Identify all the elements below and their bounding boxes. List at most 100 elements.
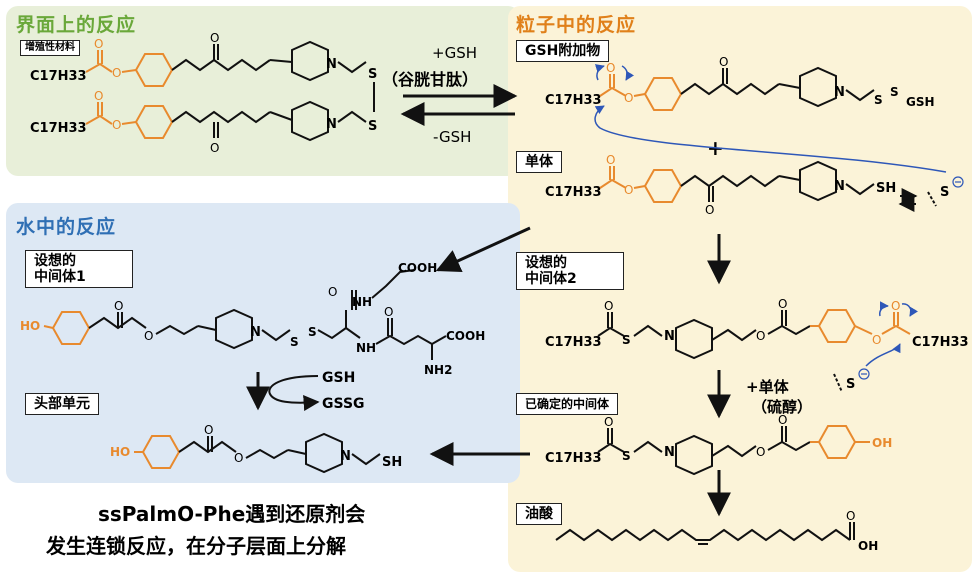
hydroxyl-label: OH [858,539,878,553]
oxygen-label: O [756,445,765,459]
sulfur-label: S [890,85,899,99]
sulfur-label: S [290,335,299,349]
oxygen-label: O [778,297,787,311]
confirmed-intermediate-molecule: C17H33 O S N O O OH [545,413,892,476]
thiol-group-label: SH [382,455,402,470]
head-unit-label-box: 头部单元 [25,393,99,415]
oxygen-label: O [112,118,121,132]
oxygen-label: O [719,55,728,69]
oxygen-label: O [604,415,613,429]
oxygen-label: O [624,91,633,105]
sulfur-label: S [846,377,855,392]
thiolate-fragment [927,191,937,207]
nitrogen-label: N [834,85,845,100]
oxygen-label: O [210,31,219,45]
oxygen-label: O [846,509,855,523]
nitrogen-label: N [834,179,845,194]
negative-charge-icon [952,176,964,188]
caption-line-2: 发生连锁反应，在分子层面上分解 [46,534,346,558]
thiol-group-label: SH [876,181,896,196]
sulfur-label: S [940,185,949,200]
intermediate1-label-box: 设想的 中间体1 [25,250,133,288]
oxygen-label: O [384,305,393,319]
negative-charge-icon [858,368,870,380]
sulfur-label: S [368,119,377,134]
interface-molecule-top: C17H33 O O O N S [30,31,377,87]
intermediate2-label-box: 设想的 中间体2 [516,252,624,290]
oxygen-label: O [234,451,243,465]
thiol-label: （硫醇） [752,398,813,416]
c17h33-label: C17H33 [545,93,602,108]
hydroxyl-label: HO [20,319,40,333]
nitrogen-label: N [326,117,337,132]
oxygen-label: O [328,285,337,299]
oxygen-label: O [872,333,881,347]
interface-panel-title: 界面上的反应 [16,14,137,36]
plus-monomer-label: +单体 [746,378,789,396]
oleic-acid-molecule: O OH [555,509,878,553]
oxygen-label: O [705,203,714,217]
c17h33-label: C17H33 [545,185,602,200]
confirmed-intermediate-label-box: 已确定的中间体 [516,393,619,415]
oxygen-label: O [756,329,765,343]
oxygen-label: O [144,329,153,343]
nitrogen-label: N [326,57,337,72]
head-unit-molecule: HO O O N SH [110,423,402,474]
c17h33-label: C17H33 [912,335,969,350]
c17h33-label: C17H33 [545,335,602,350]
sulfur-label: S [622,449,631,463]
glutathione-label: （谷胱甘肽） [382,70,479,89]
gssg-label: GSSG [322,396,365,412]
oxygen-label: O [891,299,900,313]
oxygen-label: O [606,153,615,167]
oxygen-label: O [112,66,121,80]
intermediate2-molecule: C17H33 O S N O O O O C17H33 [545,297,969,360]
amide-nh-label: NH [352,295,372,309]
nucleophilic-attack-arrow [594,105,947,173]
oxygen-label: O [606,61,615,75]
nitrogen-label: N [250,325,261,340]
oxygen-label: O [94,89,103,103]
arrow-to-intermediate1 [435,226,531,272]
hydroxyl-label: HO [110,445,130,459]
caption-line-1: ssPalmO-Phe遇到还原剂会 [98,502,366,526]
gsh-label: GSH [322,370,355,386]
sulfur-label: S [308,325,317,339]
intermediate1-molecule: HO O O N S S O NH COOH NH O COOH NH2 [20,261,485,377]
amide-nh-label: NH [356,341,376,355]
gsh-adduct-molecule: C17H33 O O O N S S GSH [545,55,935,111]
amine-label: NH2 [424,363,452,377]
monomer-label-box: 单体 [516,151,562,173]
c17h33-label: C17H33 [30,121,87,136]
nitrogen-label: N [340,449,351,464]
enhancer-label-box: 增殖性材料 [20,40,80,56]
oxygen-label: O [204,423,213,437]
nitrogen-label: N [664,329,675,344]
c17h33-label: C17H33 [30,69,87,84]
interface-reaction-panel [6,6,520,176]
carboxyl-label: COOH [398,261,437,275]
interface-molecule-bottom: C17H33 O O O N S [30,89,377,155]
c17h33-label: C17H33 [545,451,602,466]
oxygen-label: O [94,37,103,51]
particle-panel-title: 粒子中的反应 [516,14,637,36]
nucleophilic-attack-arrow [865,343,901,367]
gsh-group-label: GSH [906,95,935,109]
oleic-acid-label-box: 油酸 [516,503,562,525]
water-panel-title: 水中的反应 [16,216,117,238]
minus-gsh-label: -GSH [433,128,472,146]
gsh-to-gssg-arrow [268,375,320,412]
sulfur-label: S [368,67,377,82]
hydroxyl-label: OH [872,436,892,450]
oxygen-label: O [114,299,123,313]
sulfur-label: S [874,93,883,107]
plus-gsh-label: +GSH [432,44,477,62]
gsh-adduct-label-box: GSH附加物 [516,40,610,62]
oxygen-label: O [624,183,633,197]
oxygen-label: O [210,141,219,155]
thiolate-fragment [833,373,843,393]
nitrogen-label: N [664,445,675,460]
oxygen-label: O [778,413,787,427]
monomer-molecule: C17H33 O O O N SH [545,153,896,217]
